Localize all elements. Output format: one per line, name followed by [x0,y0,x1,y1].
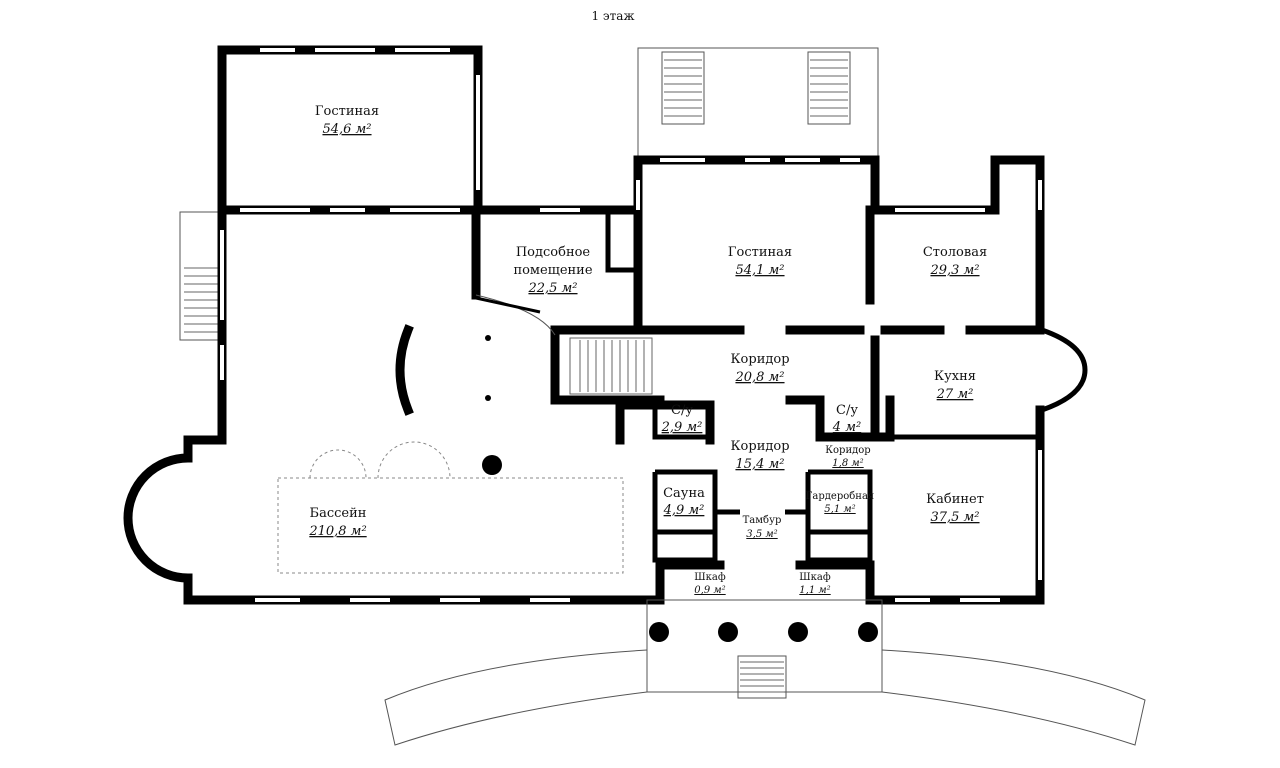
room-corridor-1: Коридор 20,8 м² [730,352,789,385]
svg-text:4,9 м²: 4,9 м² [663,503,705,518]
inner-stairs [569,337,653,395]
room-labels: Гостиная 54,6 м² Подсобное помещение 22,5 м… [308,104,987,596]
svg-text:Тамбур: Тамбур [743,515,782,526]
svg-text:Гостиная: Гостиная [315,104,379,119]
svg-text:20,8 м²: 20,8 м² [734,370,784,385]
room-wardrobe: Гардеробная 5,1 м² [806,491,874,515]
svg-text:3,5 м²: 3,5 м² [746,529,777,540]
top-terrace [637,47,879,159]
svg-text:2,9 м²: 2,9 м² [661,420,703,435]
room-study: Кабинет 37,5 м² [926,492,984,525]
room-wc-1: С/у 2,9 м² [661,403,703,435]
svg-text:С/у: С/у [836,403,858,418]
room-corridor-2: Коридор 15,4 м² [730,439,789,472]
svg-text:Шкаф: Шкаф [694,572,726,583]
svg-text:Гостиная: Гостиная [728,245,792,260]
svg-text:54,6 м²: 54,6 м² [322,122,371,137]
svg-text:4 м²: 4 м² [832,420,861,435]
floor-title: 1 этаж [591,9,634,23]
entrance-porch [384,599,1146,746]
windows [220,48,1042,602]
svg-text:5,1 м²: 5,1 м² [824,504,855,515]
svg-text:Сауна: Сауна [663,486,705,501]
svg-text:Кабинет: Кабинет [926,492,984,507]
svg-text:0,9 м²: 0,9 м² [694,585,725,596]
svg-text:54,1 м²: 54,1 м² [735,263,784,278]
svg-text:помещение: помещение [513,263,592,278]
pool [277,335,624,574]
room-dining: Столовая 29,3 м² [923,245,987,278]
svg-text:Кухня: Кухня [934,369,976,384]
room-pool: Бассейн 210,8 м² [308,506,366,539]
svg-text:Шкаф: Шкаф [799,572,831,583]
svg-text:1,1 м²: 1,1 м² [799,585,830,596]
room-living-2: Гостиная 54,1 м² [728,245,792,278]
room-vestibule: Тамбур 3,5 м² [743,515,782,540]
svg-text:210,8 м²: 210,8 м² [308,524,366,539]
room-corridor-3: Коридор 1,8 м² [825,445,870,469]
svg-text:27 м²: 27 м² [936,387,974,402]
svg-text:37,5 м²: 37,5 м² [930,510,979,525]
room-utility: Подсобное помещение 22,5 м² [513,245,592,296]
room-closet-2: Шкаф 1,1 м² [799,572,831,596]
svg-text:Коридор: Коридор [825,445,870,456]
svg-text:Бассейн: Бассейн [310,506,367,521]
svg-text:Столовая: Столовая [923,245,987,260]
svg-text:1,8 м²: 1,8 м² [832,458,863,469]
room-wc-2: С/у 4 м² [832,403,861,435]
svg-text:29,3 м²: 29,3 м² [929,263,979,278]
room-kitchen: Кухня 27 м² [934,369,976,402]
svg-text:Подсобное: Подсобное [516,245,591,260]
room-closet-1: Шкаф 0,9 м² [694,572,726,596]
svg-text:Коридор: Коридор [730,352,789,367]
svg-text:15,4 м²: 15,4 м² [735,457,784,472]
room-living-1: Гостиная 54,6 м² [315,104,379,137]
svg-text:Гардеробная: Гардеробная [806,491,874,502]
svg-text:Коридор: Коридор [730,439,789,454]
svg-text:С/у: С/у [671,403,693,418]
left-stairs [179,211,223,341]
room-sauna: Сауна 4,9 м² [663,486,706,518]
svg-text:22,5 м²: 22,5 м² [527,281,577,296]
